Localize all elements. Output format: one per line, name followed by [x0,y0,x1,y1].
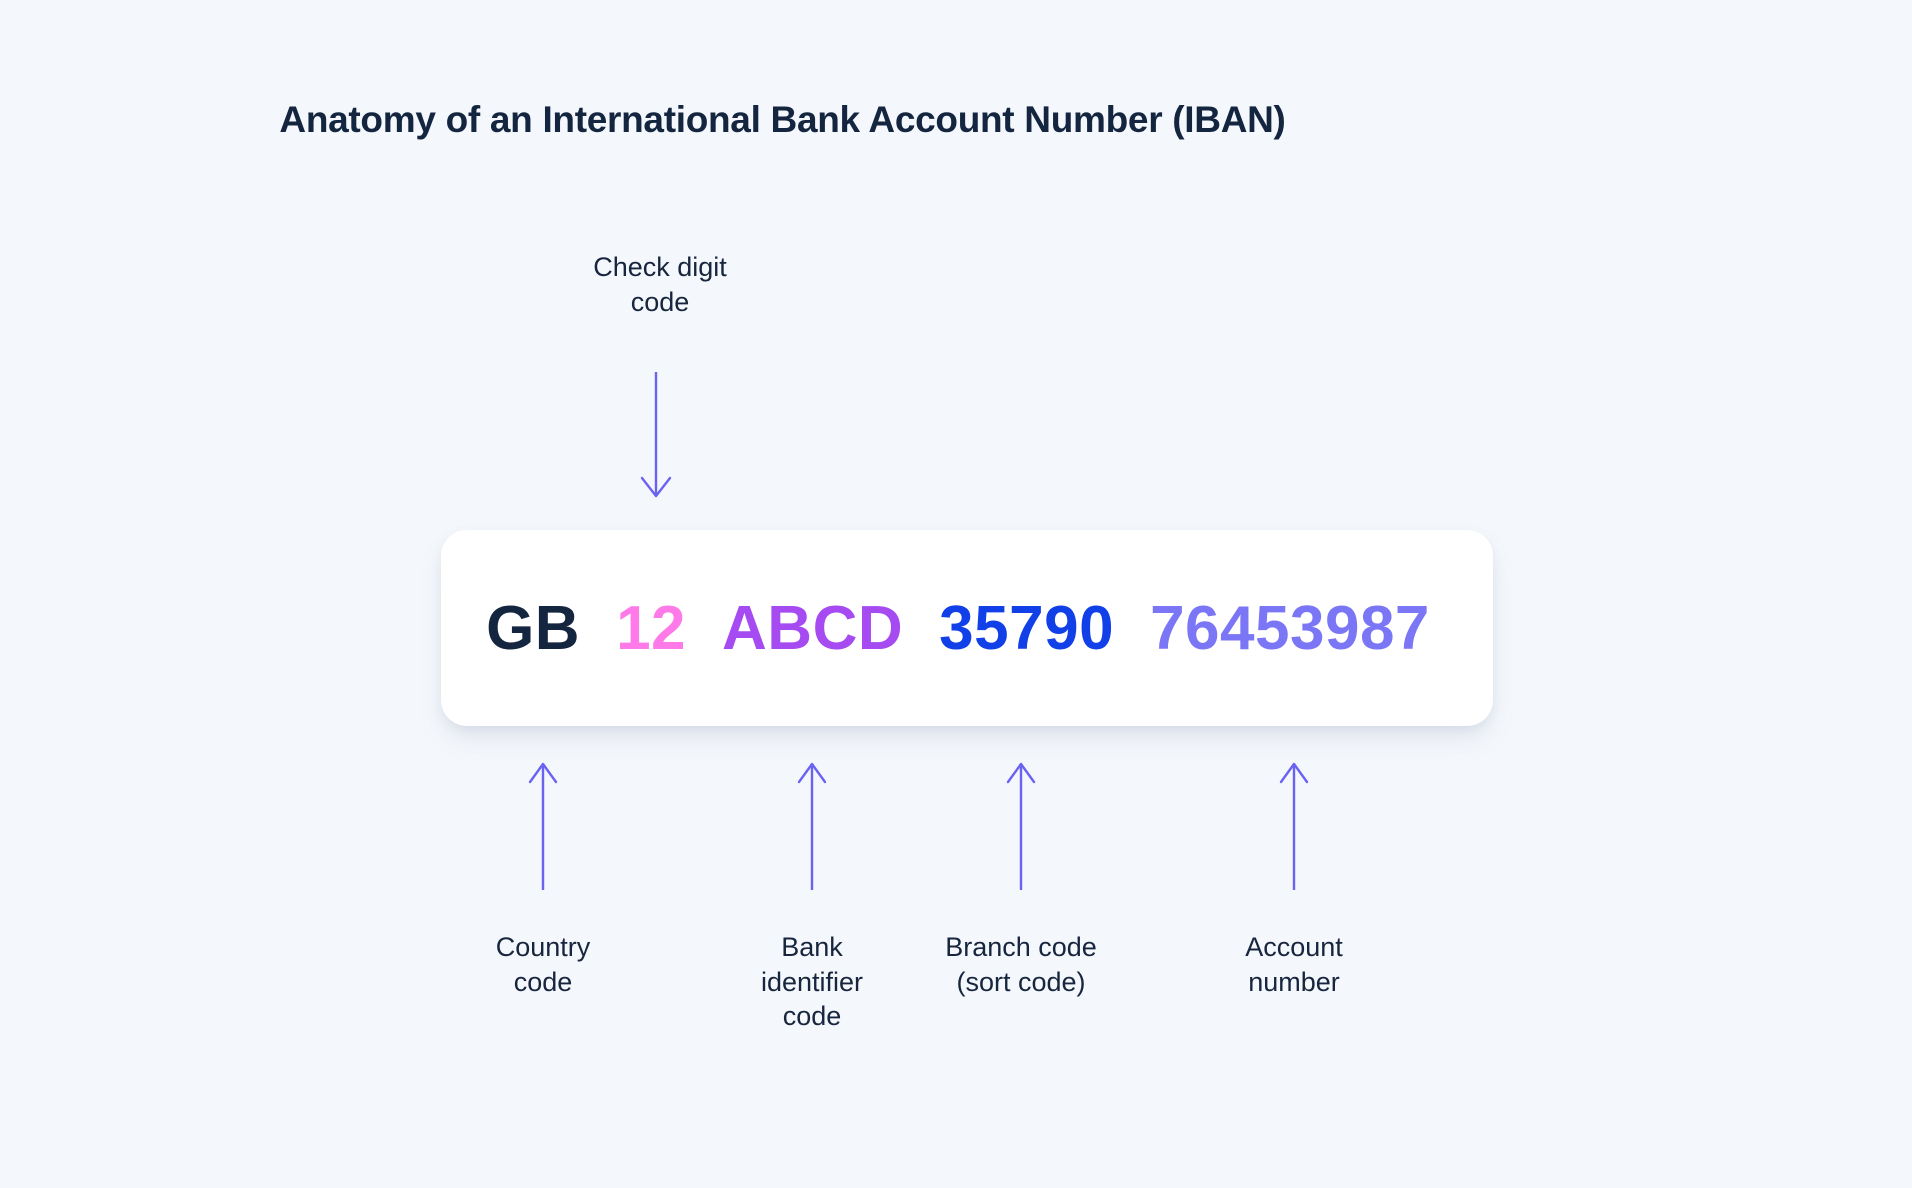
annotation-label-bank-identifier-code: Bank identifier code [692,930,932,1034]
iban-segment-check-digit: 12 [616,593,687,663]
iban-segment-account-number: 76453987 [1150,593,1430,663]
annotation-label-check-digit-code: Check digit code [560,250,760,319]
iban-segment-branch-code: 35790 [939,593,1115,663]
arrow-up-country-code [526,758,560,890]
arrow-up-branch-code [1004,758,1038,890]
page-title: Anatomy of an International Bank Account… [279,99,1286,140]
annotation-label-line-2: (sort code) [956,966,1086,997]
annotation-label-line-1: Branch code [945,932,1097,962]
annotation-label-line-2: number [1248,966,1340,997]
annotation-label-branch-code: Branch code (sort code) [901,930,1141,999]
annotation-label-line-1: Check digit [593,252,727,282]
annotation-label-line-3: code [782,1001,842,1032]
annotation-label-line-2: code [630,286,690,317]
annotation-label-line-2: identifier [760,966,864,997]
iban-card: GB 12 ABCD 35790 76453987 [441,530,1493,726]
arrow-down-check-digit [638,372,674,502]
annotation-label-line-1: Account [1245,932,1343,962]
iban-segment-bank-identifier: ABCD [722,593,904,663]
annotation-label-country-code: Country code [423,930,663,999]
annotation-label-account-number: Account number [1174,930,1414,999]
annotation-label-line-2: code [513,966,573,997]
iban-string: GB 12 ABCD 35790 76453987 [486,593,1430,664]
arrow-up-bank-identifier [795,758,829,890]
annotation-label-line-1: Bank [781,932,843,962]
annotation-label-line-1: Country [495,932,591,962]
iban-segment-country-code: GB [486,593,581,663]
arrow-up-account-number [1277,758,1311,890]
